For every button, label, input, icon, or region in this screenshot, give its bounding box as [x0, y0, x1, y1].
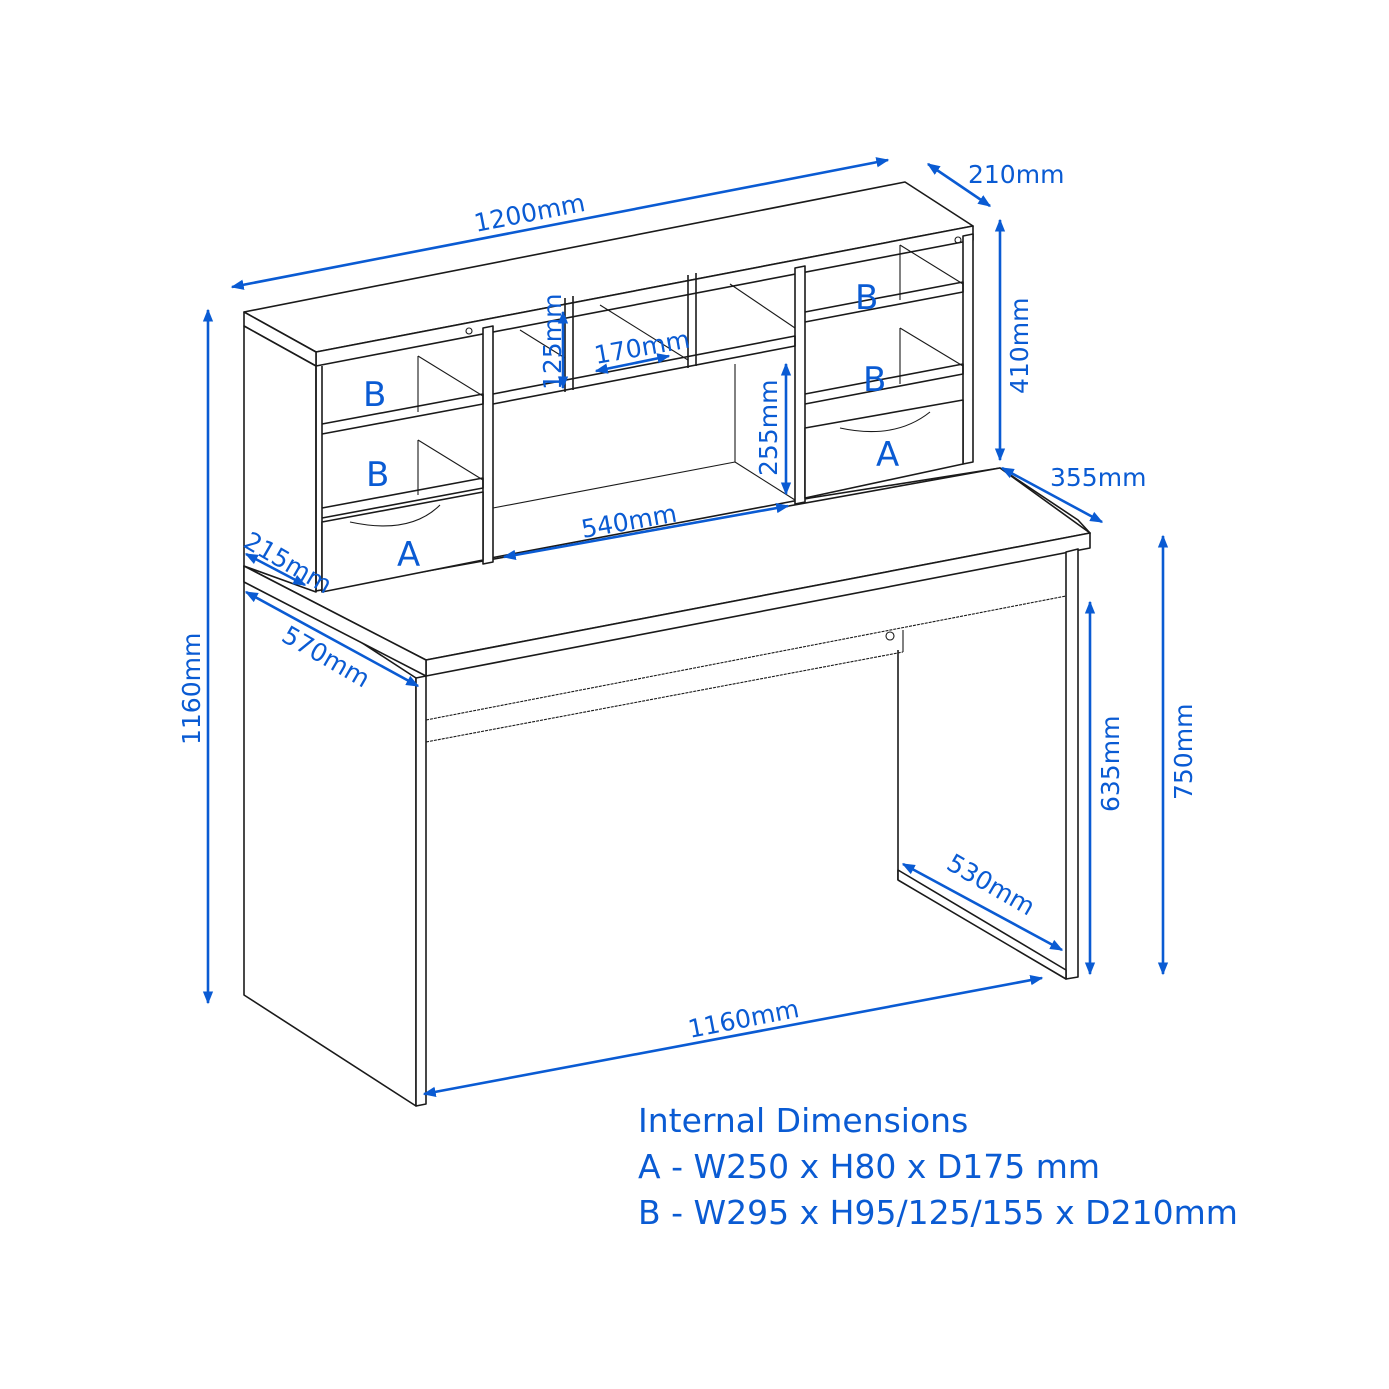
dimension-lines [202, 157, 1169, 1097]
dim-cubby-height: 125mm [538, 294, 567, 390]
dim-desk-height: 750mm [1169, 704, 1198, 800]
dim-hutch-depth: 210mm [968, 160, 1064, 189]
legend-row-b: B - W295 x H95/125/155 x D210mm [638, 1193, 1238, 1232]
compartment-label-right-middle: B [863, 360, 886, 400]
compartment-label-left-top: B [363, 375, 386, 415]
dim-total-height: 1160mm [177, 633, 206, 745]
compartment-label-left-drawer: A [397, 535, 420, 575]
dim-hutch-height: 410mm [1005, 298, 1034, 394]
compartment-label-right-top: B [855, 278, 878, 318]
dim-knee-clearance-width: 1160mm [686, 994, 802, 1044]
legend-title: Internal Dimensions [638, 1101, 969, 1140]
compartment-label-left-middle: B [366, 455, 389, 495]
dim-desk-top-depth: 355mm [1050, 463, 1146, 492]
dim-center-opening-height: 255mm [754, 380, 783, 476]
compartment-label-right-drawer: A [876, 435, 899, 475]
dim-knee-clearance-height: 635mm [1096, 716, 1125, 812]
internal-dimensions-legend: Internal Dimensions A - W250 x H80 x D17… [638, 1098, 1238, 1236]
legend-row-a: A - W250 x H80 x D175 mm [638, 1147, 1101, 1186]
